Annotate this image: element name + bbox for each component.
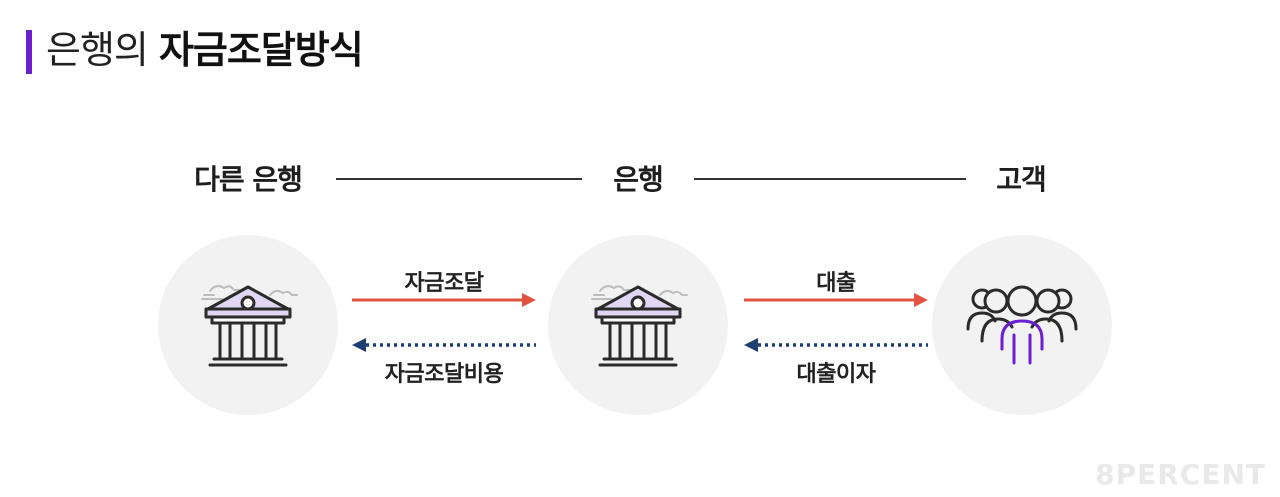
arrow-funding-cost xyxy=(352,338,536,352)
flow-label-loan-interest: 대출이자 xyxy=(796,362,876,387)
node-label-customer: 고객 xyxy=(996,163,1047,196)
customer-circle xyxy=(932,235,1112,415)
bank-icon xyxy=(591,285,688,367)
flow-label-loan: 대출 xyxy=(816,271,856,296)
brand-watermark: 8PERCENT xyxy=(1095,458,1266,491)
connector-line-left xyxy=(336,178,582,180)
bank-icon xyxy=(201,285,298,367)
people-group-icon xyxy=(966,285,1078,365)
page-title-bold: 자금조달방식 xyxy=(158,28,364,72)
flow-label-funding-cost: 자금조달비용 xyxy=(384,362,504,387)
node-label-other-bank: 다른 은행 xyxy=(194,163,303,196)
bank-circle xyxy=(548,235,728,415)
title-accent-bar xyxy=(26,30,32,74)
page-title-light: 은행의 xyxy=(46,28,159,72)
arrow-funding xyxy=(352,293,536,307)
arrow-loan-interest xyxy=(744,338,928,352)
arrow-loan xyxy=(744,293,928,307)
page-title: 은행의 자금조달방식 xyxy=(46,24,364,76)
other-bank-circle xyxy=(158,235,338,415)
node-label-bank: 은행 xyxy=(613,163,664,196)
flow-label-funding: 자금조달 xyxy=(404,271,484,296)
connector-line-right xyxy=(694,178,966,180)
